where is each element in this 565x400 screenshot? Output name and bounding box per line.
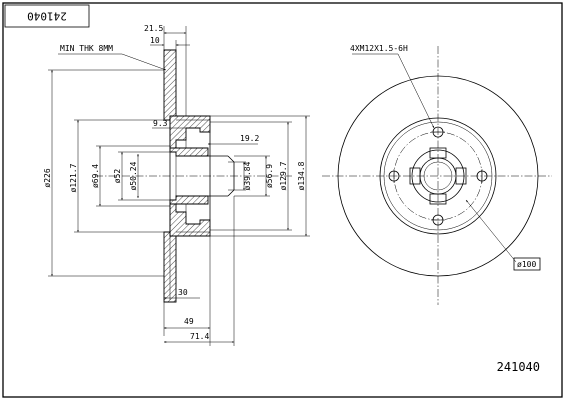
dim-height-49: 49 <box>184 317 194 326</box>
dim-dia-100: ø100 <box>517 260 536 269</box>
dim-dia-129-7: ø129.7 <box>279 161 288 190</box>
bore-lug-left <box>409 167 421 185</box>
section-dimensions: 21.5 10 MIN THK 8MM 9.3 19.2 ø226 ø121.7… <box>43 24 310 346</box>
bolt-hole-left <box>388 169 400 183</box>
part-number: 241040 <box>497 360 540 374</box>
disc-ring-upper <box>163 49 177 121</box>
bore-lug-top <box>429 147 447 159</box>
hub-upper <box>169 115 211 149</box>
dim-width-total: 21.5 <box>144 24 163 33</box>
hub-lower-inner <box>169 195 209 205</box>
hub-upper-inner <box>169 147 209 157</box>
dim-width-19-2: 19.2 <box>240 134 259 143</box>
bore-lug-right <box>455 167 467 185</box>
label-bolt-pattern: 4XM12X1.5-6H <box>350 44 408 53</box>
hat-outer-circle <box>379 117 497 235</box>
dim-dia-121-7: ø121.7 <box>69 163 78 192</box>
bolt-hole-right <box>476 169 488 183</box>
bolt-hole-top <box>431 126 445 138</box>
hub-lower <box>169 203 211 237</box>
center-bore-core <box>423 161 453 191</box>
section-view <box>95 49 292 303</box>
dim-height-30: 30 <box>178 288 188 297</box>
dim-dia-226: ø226 <box>43 168 52 187</box>
hat-inner-circle <box>383 121 493 231</box>
dim-dia-134-8: ø134.8 <box>297 161 306 190</box>
part-number-box-text: 241040 <box>27 10 67 23</box>
dim-width-disc: 10 <box>150 36 160 45</box>
bolt-hole-bottom <box>431 214 445 226</box>
center-bore-outer <box>411 149 465 203</box>
front-view: 4XM12X1.5-6H ø100 <box>322 44 552 305</box>
bore-lug-bottom <box>429 193 447 205</box>
dim-dia-39-84: ø39.84 <box>243 161 252 190</box>
disc-outer-circle <box>337 75 539 277</box>
dim-dia-56-9: ø56.9 <box>265 164 274 188</box>
dim-dia-52: ø52 <box>113 169 122 184</box>
note-min-thickness: MIN THK 8MM <box>60 44 113 53</box>
dim-dia-50-24: ø50.24 <box>129 161 138 190</box>
dim-offset-9-3: 9.3 <box>153 119 168 128</box>
dim-dia-69-4: ø69.4 <box>91 164 100 188</box>
part-number-box: 241040 <box>4 4 90 28</box>
dim-height-71-4: 71.4 <box>190 332 209 341</box>
